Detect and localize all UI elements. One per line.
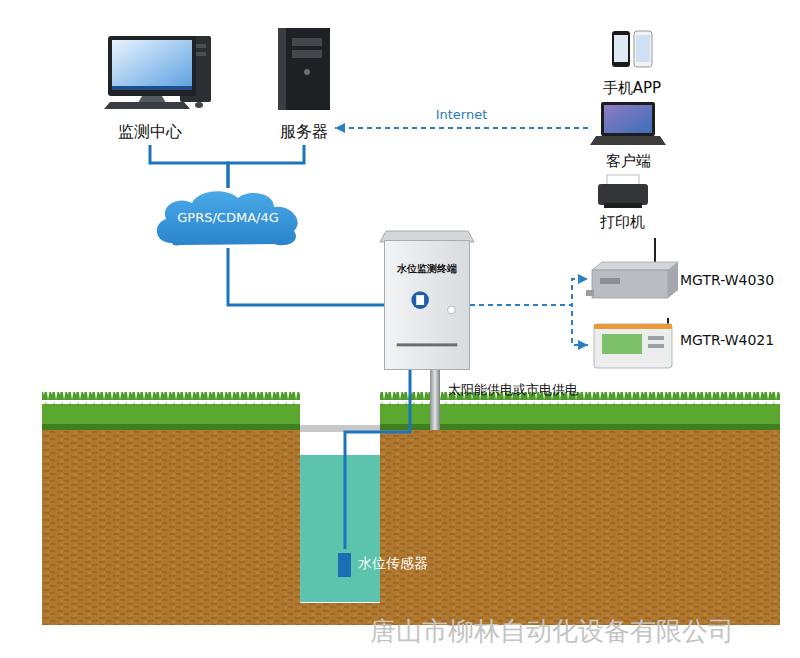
gateway-device-icon bbox=[600, 278, 620, 284]
computer-icon bbox=[195, 102, 203, 108]
printer-icon bbox=[598, 175, 648, 208]
printer-icon bbox=[598, 184, 648, 205]
computer-icon bbox=[112, 40, 192, 90]
gateway-device-icon bbox=[592, 270, 668, 298]
server-icon bbox=[278, 28, 286, 110]
computer-icon bbox=[108, 36, 196, 96]
display-device-icon bbox=[594, 318, 672, 368]
gateway-device: MGTR-W4030 bbox=[588, 250, 783, 306]
connector bbox=[335, 127, 588, 129]
mobile-app-label: 手机APP bbox=[598, 77, 667, 99]
well bbox=[300, 425, 380, 603]
mounting-pole bbox=[430, 368, 440, 430]
watermark: 唐山市柳林自动化设备有限公司 bbox=[370, 616, 734, 647]
connector bbox=[470, 279, 588, 305]
connector bbox=[228, 145, 304, 188]
node-text: MGTR-W4021 bbox=[680, 332, 774, 349]
grass bbox=[42, 424, 300, 430]
laptop-icon bbox=[604, 105, 652, 133]
laptop-icon bbox=[590, 136, 666, 145]
display-device: MGTR-W4021 bbox=[588, 316, 783, 374]
edge-label: Internet bbox=[433, 107, 491, 123]
phone-icon bbox=[634, 31, 652, 67]
water-level-sensor: 水位传感器 bbox=[336, 549, 436, 579]
display-device-icon bbox=[594, 324, 672, 368]
cabinet-decor bbox=[385, 241, 469, 369]
gateway-device-icon bbox=[668, 262, 678, 298]
connector bbox=[470, 305, 588, 345]
gateway-device-icon bbox=[654, 238, 656, 265]
well bbox=[300, 455, 380, 602]
node-text: 水位传感器 bbox=[358, 555, 428, 572]
node-text: 打印机 bbox=[600, 213, 645, 231]
sensor-probe bbox=[338, 553, 351, 577]
computer-icon bbox=[104, 36, 211, 109]
gateway-device-icon bbox=[586, 290, 594, 296]
server-icon bbox=[292, 38, 322, 46]
well bbox=[300, 425, 380, 603]
power-supply-note: 太阳能供电或市电供电 bbox=[448, 382, 578, 398]
node-text: 水位监测终端 bbox=[397, 263, 457, 275]
connector bbox=[345, 370, 410, 549]
terminal-cabinet: 水位监测终端 bbox=[384, 240, 470, 370]
node-text: GPRS/CDMA/4G bbox=[177, 210, 279, 226]
node-text: MGTR-W4030 bbox=[680, 272, 774, 289]
computer-icon bbox=[112, 86, 192, 90]
soil-ground bbox=[42, 425, 780, 625]
server-icon bbox=[278, 28, 330, 110]
cabinet-plate bbox=[397, 343, 458, 346]
node-text: 手机APP bbox=[603, 79, 661, 97]
network-cloud: GPRS/CDMA/4G bbox=[150, 188, 306, 248]
server-icon bbox=[278, 28, 330, 110]
phone-icon bbox=[612, 31, 652, 67]
node-text: 监测中心 bbox=[118, 122, 182, 141]
gateway-device-icon bbox=[586, 238, 678, 298]
computer-icon bbox=[138, 96, 166, 103]
connector bbox=[228, 248, 384, 305]
phone-icon bbox=[614, 35, 628, 62]
server-icon bbox=[304, 69, 310, 75]
display-device-icon bbox=[648, 344, 664, 348]
cabinet-button bbox=[448, 306, 456, 314]
soil-ground bbox=[42, 425, 780, 625]
node-text: 服务器 bbox=[280, 122, 328, 141]
cabinet-logo bbox=[411, 291, 429, 309]
computer-icon bbox=[104, 102, 190, 109]
cabinet-logo bbox=[416, 295, 424, 305]
monitor-center-label: 监测中心 bbox=[111, 119, 189, 145]
node-text: 客户端 bbox=[606, 152, 651, 170]
gateway-device-icon bbox=[592, 262, 678, 270]
cloud-shape bbox=[157, 191, 298, 245]
sensor-probe bbox=[338, 553, 351, 577]
display-device-icon bbox=[648, 336, 664, 340]
mounting-pole bbox=[430, 368, 440, 430]
phone-icon bbox=[636, 35, 650, 62]
display-device-icon bbox=[594, 324, 672, 329]
printer-label: 打印机 bbox=[595, 211, 650, 233]
connector bbox=[150, 145, 228, 188]
server-label: 服务器 bbox=[273, 119, 335, 145]
grass bbox=[42, 392, 300, 406]
server-icon bbox=[292, 50, 322, 58]
laptop-icon bbox=[590, 102, 666, 145]
display-device-icon bbox=[602, 334, 642, 354]
printer-icon bbox=[604, 203, 642, 208]
phone-icon bbox=[612, 31, 630, 67]
client-terminal: 客户端 bbox=[588, 96, 668, 172]
laptop-icon bbox=[601, 102, 655, 136]
